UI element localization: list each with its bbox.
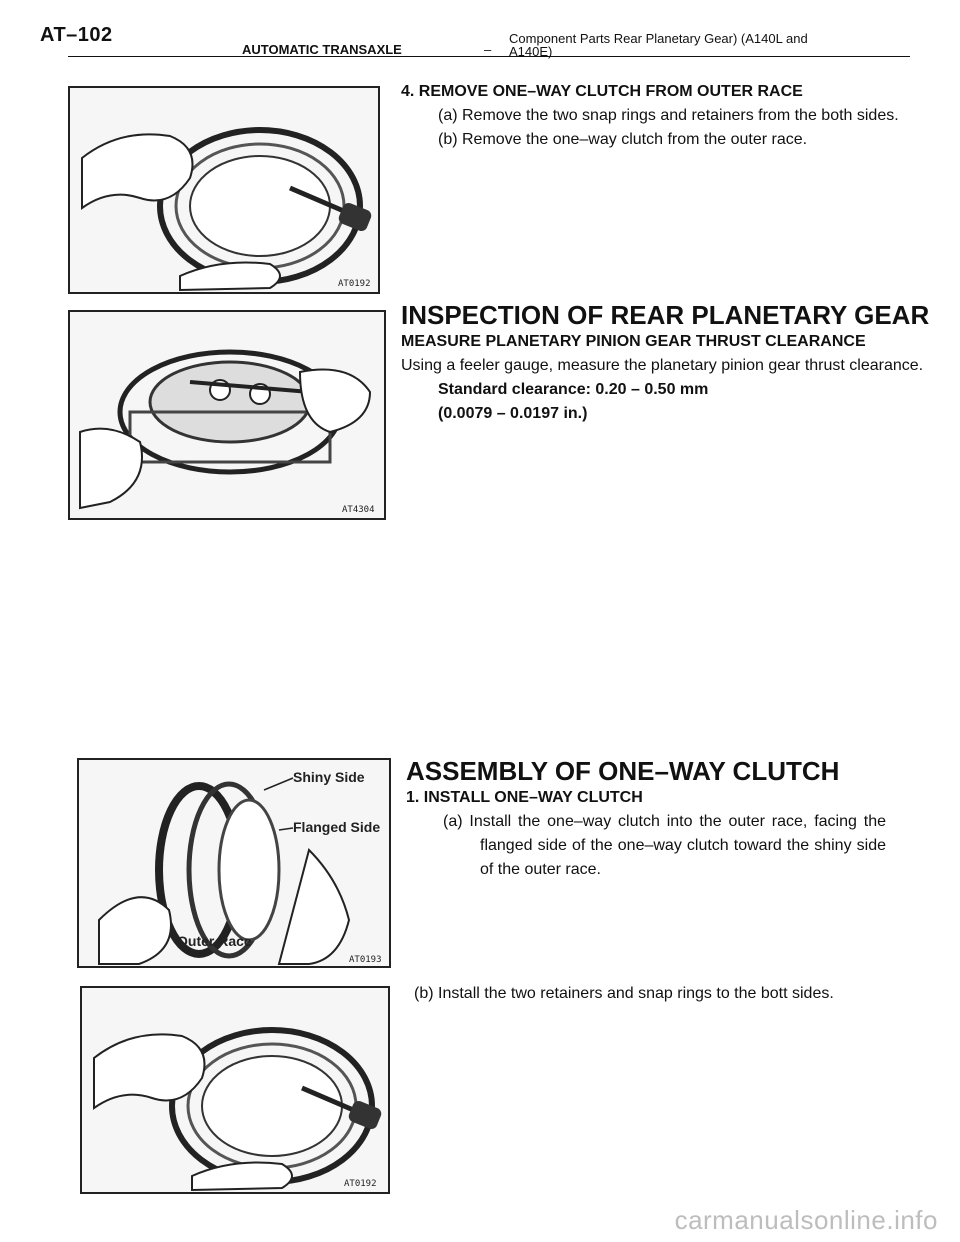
step4-block: 4. REMOVE ONE–WAY CLUTCH FROM OUTER RACE… [401, 80, 921, 152]
figure-remove-snap-ring: AT0192 [68, 86, 380, 294]
inspection-subhead: MEASURE PLANETARY PINION GEAR THRUST CLE… [401, 333, 866, 350]
illustration-snap-ring-removal: AT0192 [81, 127, 372, 292]
assembly-block: ASSEMBLY OF ONE–WAY CLUTCH 1. INSTALL ON… [406, 756, 886, 882]
figure-code: AT0192 [338, 279, 371, 289]
inspection-spec-mm: Standard clearance: 0.20 – 0.50 mm [438, 381, 709, 398]
illustration-feeler-gauge: AT4304 [79, 349, 375, 515]
watermark: carmanualsonline.info [674, 1205, 938, 1235]
assembly-step-a: (a) Install the one–way clutch into the … [443, 813, 886, 878]
assembly-title: ASSEMBLY OF ONE–WAY CLUTCH [406, 756, 840, 786]
section-title: AUTOMATIC TRANSAXLE [242, 42, 402, 57]
callout-shiny-side: Shiny Side [293, 769, 365, 785]
step4-heading: 4. REMOVE ONE–WAY CLUTCH FROM OUTER RACE [401, 83, 803, 100]
step4-a: (a) Remove the two snap rings and retain… [438, 107, 899, 124]
header-rule [68, 56, 910, 57]
illustration-snap-ring-install: AT0192 [93, 1027, 382, 1192]
figure-code: AT0193 [349, 955, 382, 965]
inspection-body: Using a feeler gauge, measure the planet… [401, 357, 924, 374]
figure-code: AT0192 [344, 1179, 377, 1189]
topic-title: Component Parts Rear Planetary Gear) (A1… [509, 31, 808, 59]
inspection-title: INSPECTION OF REAR PLANETARY GEAR [401, 300, 930, 330]
page-number: AT–102 [40, 24, 113, 46]
figure-install-one-way-clutch: Shiny Side Flanged Side Outer Race AT019… [77, 758, 391, 968]
figure-feeler-gauge: AT4304 [68, 310, 386, 520]
assembly-step1: 1. INSTALL ONE–WAY CLUTCH [406, 789, 643, 806]
header-dash: – [484, 42, 492, 57]
figure-code: AT4304 [342, 505, 375, 515]
inspection-spec-in: (0.0079 – 0.0197 in.) [438, 405, 588, 422]
assembly-step-b-block: (b) Install the two retainers and snap r… [414, 982, 854, 1006]
callout-outer-race: Outer Race [177, 933, 252, 949]
step4-b: (b) Remove the one–way clutch from the o… [438, 131, 808, 148]
figure-install-snap-ring: AT0192 [80, 986, 390, 1194]
assembly-step-b: (b) Install the two retainers and snap r… [414, 985, 834, 1002]
inspection-block: INSPECTION OF REAR PLANETARY GEAR MEASUR… [401, 300, 931, 426]
callout-flanged-side: Flanged Side [293, 819, 380, 835]
illustration-one-way-clutch: Shiny Side Flanged Side Outer Race AT019… [98, 769, 382, 965]
